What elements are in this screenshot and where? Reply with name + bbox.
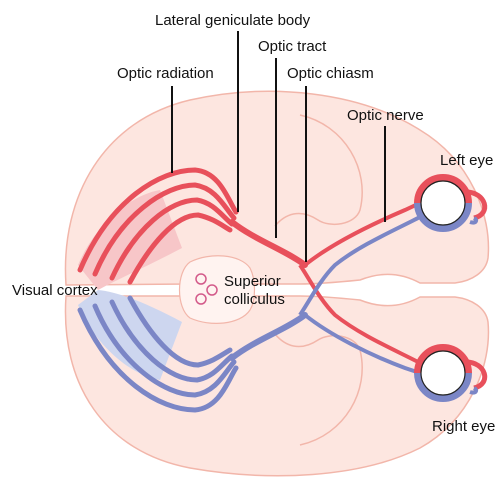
label-optic-nerve: Optic nerve <box>347 107 424 124</box>
label-lateral-geniculate-body: Lateral geniculate body <box>155 12 311 29</box>
label-optic-chiasm: Optic chiasm <box>287 65 374 82</box>
label-optic-tract: Optic tract <box>258 38 327 55</box>
label-right-eye: Right eye <box>432 418 495 435</box>
label-visual-cortex: Visual cortex <box>12 282 98 299</box>
label-superior-line1: Superior <box>224 273 281 290</box>
label-optic-radiation: Optic radiation <box>117 65 214 82</box>
label-superior-line2: colliculus <box>224 291 285 308</box>
label-left-eye: Left eye <box>440 152 493 169</box>
